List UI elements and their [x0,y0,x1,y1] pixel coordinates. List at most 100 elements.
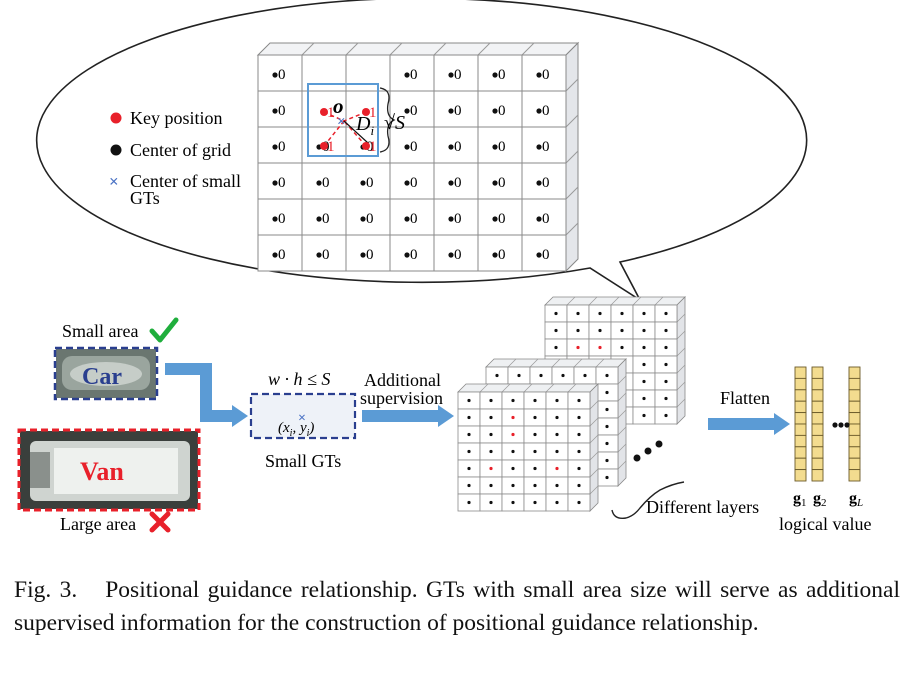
vector-cell [848,400,861,414]
supervision-label: supervision [360,388,443,408]
vector-cell [794,412,807,425]
grid-cell [433,198,479,236]
small-gt-panel: w · h ≤ S × (xi, yi) Small GTs Additiona… [249,369,443,471]
area-formula: w · h ≤ S [268,369,330,389]
grid-cell-value: 0 [498,103,506,119]
grid-cell [389,54,435,92]
vector-cell [848,389,861,402]
small-gt-box [307,83,379,157]
key-label-1c: 1 [327,139,335,155]
vector-cell [811,423,824,436]
layers-brace [611,481,685,520]
center-grid-marker [110,144,122,156]
grid-cell [257,234,303,272]
grid-cell [389,234,435,272]
grid-cell [389,162,435,200]
grid-cell [345,54,391,92]
vector-cell [811,400,824,414]
vector-cell [848,446,861,459]
legend-key-position: Key position [130,108,223,128]
van-label: Van [80,457,124,486]
small-gts-label: Small GTs [265,451,341,471]
car-label: Car [82,364,122,390]
van-image: Van [17,428,201,512]
grid-cell-value: 0 [542,247,550,263]
vector-cell [848,366,861,379]
vector-cell [848,469,861,482]
grid-cell [477,198,523,236]
grid-cell-value: 0 [542,67,550,83]
grid-cell-value: 0 [278,139,286,155]
sqrt-s-label: √S [384,112,405,134]
vector-cell [811,457,824,471]
large-area-label: Large area [60,514,136,534]
grid-cell-value: 0 [366,175,374,191]
grid-cell [521,198,567,236]
small-gt-rect [249,392,357,440]
caption-text: Positional guidance relationship. GTs wi… [14,577,900,636]
vector-cell [794,366,807,379]
vector-cell [794,446,807,459]
grid-annotation: 1 1 1 1 × o Di √S [307,83,405,157]
grid-cell-value: 0 [542,211,550,227]
grid-cell-value: 0 [454,175,462,191]
logical-value-label: logical value [779,514,871,534]
grid-cell [477,126,523,164]
left-panel: Small area Car Van Large area [17,317,201,534]
vector-cell [794,457,807,471]
caption-label: Fig. 3. [14,577,78,603]
vector-ellipsis [832,422,850,428]
grid-cell-value: 0 [366,211,374,227]
vector-cell [811,412,824,425]
grid-cell-value: 0 [410,211,418,227]
grid-cell-value: 0 [454,211,462,227]
grid-cell [301,234,347,272]
check-icon [149,317,179,343]
legend-center-of-grid: Center of grid [130,140,231,160]
arrows [165,363,790,435]
vector-cell [811,446,824,459]
vector-cell [811,434,824,448]
grid-cell-value: 0 [278,211,286,227]
grid-cell-value: 0 [410,103,418,119]
grid-cell-value: 0 [410,247,418,263]
vector-cell [794,469,807,482]
ellipsis-dots [633,440,663,462]
vector-cell [811,377,824,391]
grid-cell-value: 0 [322,175,330,191]
vector-cell [794,400,807,414]
grid-cell [345,162,391,200]
vector-cell [848,434,861,448]
gL-label: gL [849,490,863,509]
big-grid: 00000000000000000000000000000000000000 [256,41,580,273]
additional-label: Additional [364,370,441,390]
grid-cell [477,54,523,92]
car-image: Car [53,346,159,401]
grid-cell [257,198,303,236]
grid-cell [521,54,567,92]
coord-label: (xi, yi) [278,420,314,439]
flatten-label: Flatten [720,388,770,408]
grid-cell-value: 0 [410,139,418,155]
key-label-1a: 1 [327,105,335,121]
grid-cell-value: 0 [410,67,418,83]
grid-cell-value: 0 [454,247,462,263]
grid-cell-value: 0 [498,67,506,83]
legend-center-small-1: Center of small [130,171,241,191]
small-area-label: Small area [62,321,138,341]
vector-cell [794,434,807,448]
key-label-1b: 1 [369,105,377,121]
g1-label: g1 [793,490,807,509]
grid-cell [257,90,303,128]
g2-label: g2 [813,490,827,509]
vector-cell [794,389,807,402]
layer-stack [457,296,686,512]
grid-cell [433,234,479,272]
grid-cell-value: 0 [542,139,550,155]
figure-diagram: Key position Center of grid × Center of … [17,0,871,534]
grid-cell-value: 0 [498,211,506,227]
grid-cell [521,234,567,272]
vector-cell [794,377,807,391]
vector-cell [811,366,824,379]
vector-cell [794,423,807,436]
